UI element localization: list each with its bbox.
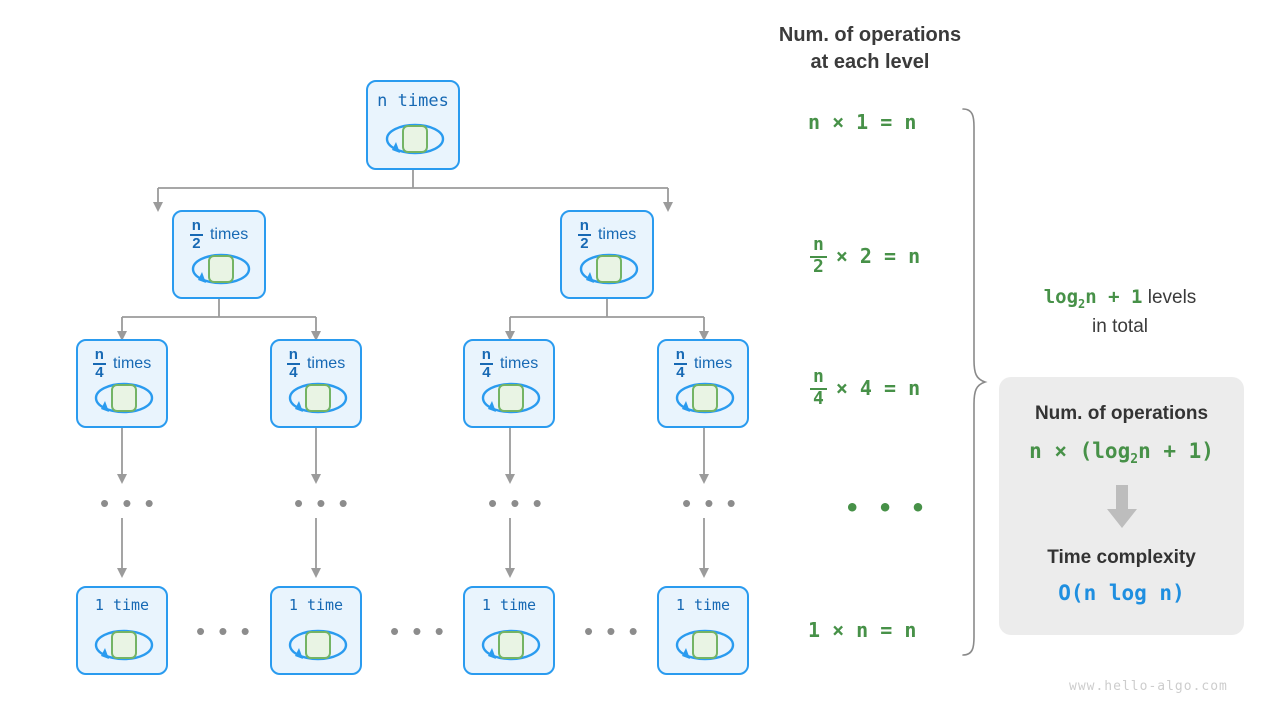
times-word: times (597, 225, 637, 243)
tree-node-l3c[interactable]: n 4 times (463, 339, 555, 428)
operation-box (111, 384, 137, 412)
tree-node-leaf-2[interactable]: 1 time (270, 586, 362, 675)
tree-node-l2b[interactable]: n 2 times (560, 210, 654, 299)
operations-row-ellipsis: • • • (845, 494, 928, 522)
operations-row-2-rest: × 2 = n (835, 244, 921, 268)
node-label: n 4 times (465, 347, 553, 380)
fraction: n 2 (578, 217, 591, 252)
card-heading-complexity: Time complexity (1047, 547, 1196, 569)
fraction: n 4 (674, 346, 687, 381)
node-label: n 2 times (562, 218, 652, 251)
tree-node-root[interactable]: n times (366, 80, 460, 170)
times-word: times (306, 354, 346, 372)
levels-word-2: in total (1092, 316, 1148, 338)
times-word: times (209, 225, 249, 243)
watermark: www.hello-algo.com (1069, 679, 1228, 694)
tree-node-l2a[interactable]: n 2 times (172, 210, 266, 299)
fraction: n 4 (93, 346, 106, 381)
tree-ellipsis-3: • • • (488, 488, 545, 518)
tree-ellipsis-4: • • • (682, 488, 739, 518)
levels-formula: log2n + 1 (1043, 286, 1143, 311)
fraction: n 4 (810, 368, 827, 408)
times-word: times (499, 354, 539, 372)
fraction: n 2 (190, 217, 203, 252)
summary-card: Num. of operations n × (log2n + 1) Time … (999, 377, 1244, 635)
tree-node-leaf-4[interactable]: 1 time (657, 586, 749, 675)
tree-node-leaf-1[interactable]: 1 time (76, 586, 168, 675)
tree-node-l3b[interactable]: n 4 times (270, 339, 362, 428)
node-label: n 4 times (659, 347, 747, 380)
fraction: n 2 (810, 236, 827, 276)
tree-ellipsis-2: • • • (294, 488, 351, 518)
node-label: 1 time (675, 596, 731, 614)
fraction: n 4 (287, 346, 300, 381)
operation-box (692, 384, 718, 412)
leaf-separator-1: • • • (196, 616, 253, 646)
operations-column-title: Num. of operations at each level (778, 24, 962, 73)
operation-box (498, 384, 524, 412)
node-label: n times (377, 91, 449, 111)
leaf-separator-3: • • • (584, 616, 641, 646)
times-word: times (693, 354, 733, 372)
tree-node-l3a[interactable]: n 4 times (76, 339, 168, 428)
levels-word: levels (1147, 287, 1197, 308)
levels-brace (962, 108, 988, 656)
operations-row-3-rest: × 4 = n (835, 376, 921, 400)
node-label: 1 time (481, 596, 537, 614)
leaf-separator-2: • • • (390, 616, 447, 646)
operations-row-3: n 4 × 4 = n (810, 368, 920, 408)
operation-box (208, 255, 234, 283)
node-label: n 2 times (174, 218, 264, 251)
tree-ellipsis-1: • • • (100, 488, 157, 518)
operation-box (402, 125, 428, 153)
operations-row-5-text: 1 × n = n (808, 618, 917, 642)
operations-row-5: 1 × n = n (808, 618, 916, 642)
operations-row-1: n × 1 = n (808, 110, 916, 134)
card-heading-operations: Num. of operations (1034, 403, 1209, 424)
operation-box (111, 631, 137, 659)
operation-box (305, 631, 331, 659)
down-arrow-icon (1106, 485, 1137, 529)
operations-row-2: n 2 × 2 = n (810, 236, 920, 276)
times-word: times (112, 354, 152, 372)
node-label: 1 time (94, 596, 150, 614)
operation-box (498, 631, 524, 659)
node-label: n 4 times (78, 347, 166, 380)
node-label: n 4 times (272, 347, 360, 380)
operation-box (596, 255, 622, 283)
card-operations-formula: n × (log2n + 1) (1029, 439, 1214, 468)
operations-row-1-text: n × 1 = n (808, 110, 917, 134)
levels-note: log2n + 1 levels in total (970, 284, 1270, 341)
tree-node-l3d[interactable]: n 4 times (657, 339, 749, 428)
fraction: n 4 (480, 346, 493, 381)
card-big-o: O(n log n) (1058, 581, 1185, 606)
operation-box (305, 384, 331, 412)
operation-box (692, 631, 718, 659)
node-label: 1 time (288, 596, 344, 614)
tree-node-leaf-3[interactable]: 1 time (463, 586, 555, 675)
